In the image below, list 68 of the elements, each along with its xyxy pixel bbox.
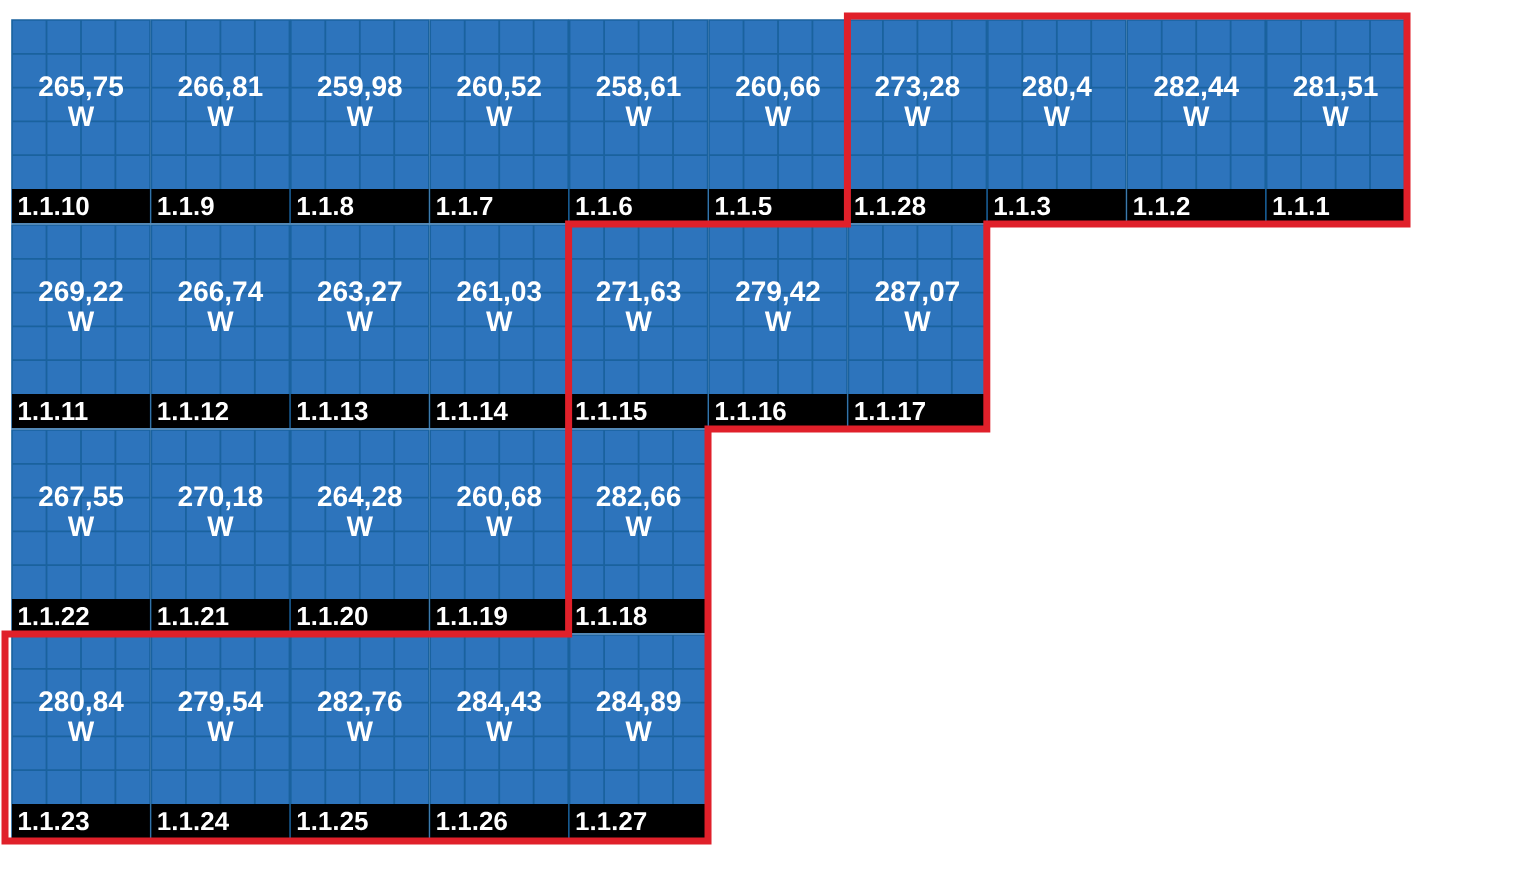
panel-id-label: 1.1.13 [297,401,368,421]
solar-panel [289,224,430,429]
solar-panel [568,19,709,224]
power-label: 282,44 W [1154,76,1239,126]
power-label: 260,66 W [736,76,820,126]
solar-panel [11,224,151,429]
power-label: 266,74 W [178,281,264,331]
power-label: 269,22 W [39,281,123,331]
solar-panel [986,19,1127,224]
power-label: 261,03 W [457,281,541,331]
panel-id-label: 1.1.24 [158,811,229,831]
power-label: 282,66 W [596,486,681,536]
panel-id-label: 1.1.28 [855,196,926,216]
panel-id-label: 1.1.18 [576,606,647,626]
solar-panel [1126,19,1266,224]
solar-panel [289,429,430,634]
panel-id-label: 1.1.10 [19,196,89,216]
solar-panel [11,19,151,224]
power-label: 271,63 W [596,281,681,331]
panel-id-label: 1.1.16 [716,401,786,421]
power-label: 282,76 W [317,691,402,741]
panel-id-label: 1.1.7 [437,197,493,215]
power-label: 258,61 W [596,76,681,126]
solar-panel [150,224,291,429]
panel-id-label: 1.1.25 [297,811,368,831]
panel-id-label: 1.1.22 [19,606,89,626]
panel-id-label: 1.1.5 [716,196,772,216]
power-label: 287,07 W [875,281,959,331]
panel-id-label: 1.1.2 [1134,196,1190,216]
power-label: 265,75 W [39,76,124,126]
power-label: 260,52 W [457,76,541,126]
panel-id-label: 1.1.20 [297,606,368,626]
panel-id-label: 1.1.19 [437,606,507,626]
power-label: 273,28 W [875,76,960,126]
panel-id-label: 1.1.6 [576,196,632,216]
power-label: 280,84 W [39,691,124,741]
power-label: 270,18 W [178,486,263,536]
panel-id-label: 1.1.11 [19,402,88,420]
power-label: 281,51 W [1293,76,1378,126]
solar-panel [1265,19,1406,224]
power-label: 284,43 W [457,691,541,741]
power-label: 263,27 W [317,281,402,331]
panel-id-label: 1.1.21 [158,606,229,626]
panel-id-label: 1.1.1 [1273,197,1330,215]
solar-panel [150,429,291,634]
power-label: 266,81 W [178,76,263,126]
power-label: 267,55 W [39,486,124,536]
panel-id-label: 1.1.15 [576,401,647,421]
solar-panel [150,19,291,224]
power-label: 284,89 W [596,691,681,741]
panel-id-label: 1.1.17 [855,402,925,420]
panel-id-label: 1.1.8 [297,196,354,216]
power-label: 260,68 W [457,486,542,536]
power-label: 259,98 W [317,76,402,126]
power-label: 264,28 W [317,486,402,536]
panel-id-label: 1.1.12 [158,401,229,421]
panel-id-label: 1.1.27 [576,811,647,831]
panel-id-label: 1.1.9 [158,196,214,216]
power-label: 279,54 W [178,691,264,741]
panel-id-label: 1.1.23 [19,811,89,831]
panel-id-label: 1.1.3 [994,196,1051,216]
panel-id-label: 1.1.14 [437,402,508,420]
power-label: 279,42 W [736,281,820,331]
solar-panel [429,19,569,224]
solar-panel [11,429,151,634]
panel-id-label: 1.1.26 [437,811,507,831]
solar-panel [289,19,430,224]
power-label: 280,4 W [1022,76,1092,126]
